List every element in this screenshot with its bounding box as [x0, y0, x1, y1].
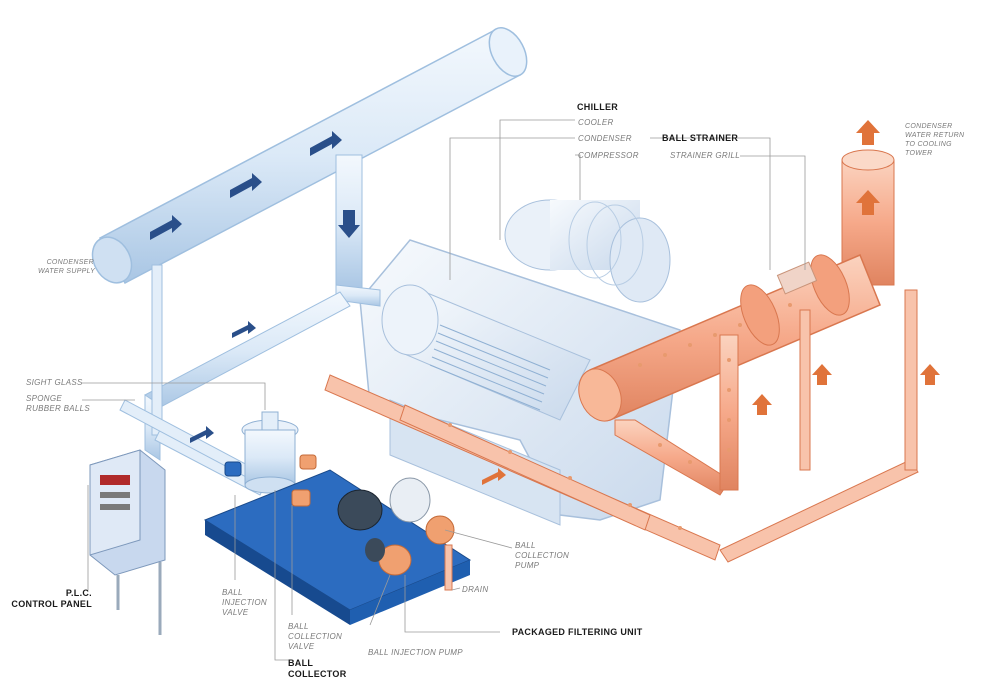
- label-bcv-line1: BALL: [288, 622, 309, 631]
- tube-bundle-grill: [429, 324, 551, 411]
- label-sponge-line1: SPONGE: [26, 394, 63, 403]
- label-bcp-line3: PUMP: [515, 561, 540, 570]
- chiller: [359, 199, 681, 526]
- sight-glass: [261, 411, 279, 431]
- label-condenser-return-line1: CONDENSER: [905, 123, 953, 130]
- ball-return-line: [324, 289, 919, 563]
- label-collector-line2: COLLECTOR: [288, 669, 347, 679]
- leader-lines: [82, 119, 806, 661]
- label-packaged-filtering-unit: PACKAGED FILTERING UNIT: [512, 627, 643, 637]
- supply-header-pipe: [91, 27, 528, 285]
- label-ball-injection-pump: BALL INJECTION PUMP: [368, 648, 463, 657]
- ball-dots: [448, 303, 792, 530]
- flow-arrow-blue-lower: [190, 321, 256, 443]
- supply-line-thin: [119, 264, 286, 496]
- strainer-grill: [776, 261, 818, 295]
- compressor-unit: [504, 199, 671, 303]
- label-drain: DRAIN: [462, 585, 489, 594]
- label-plc-line1: P.L.C.: [65, 588, 92, 598]
- label-ball-injection-valve: BALL INJECTION VALVE: [222, 588, 267, 618]
- label-condenser-return: CONDENSER WATER RETURN TO COOLING TOWER: [905, 122, 964, 158]
- ball-strainer: [740, 254, 850, 346]
- label-ball-collection-valve: BALL COLLECTION VALVE: [288, 622, 342, 652]
- packaged-filtering-unit: [203, 454, 472, 625]
- label-condenser: CONDENSER: [578, 134, 632, 143]
- label-biv-line2: INJECTION: [222, 598, 267, 607]
- label-bcv-line2: COLLECTION: [288, 632, 343, 641]
- label-sponge-balls: SPONGE RUBBER BALLS: [26, 394, 90, 414]
- label-compressor: COMPRESSOR: [578, 151, 639, 160]
- flow-arrow-blue: [150, 131, 342, 240]
- drain-pipe: [444, 544, 453, 591]
- label-chiller: CHILLER: [577, 102, 619, 112]
- label-bcp-line1: BALL: [515, 541, 536, 550]
- ball-injection-pump: [365, 538, 412, 576]
- label-cooler: COOLER: [578, 118, 614, 127]
- supply-drop-pipe: [335, 154, 363, 291]
- plc-control-panel: [89, 449, 166, 635]
- label-condenser-return-line3: TO COOLING: [905, 141, 952, 148]
- flow-arrow-down: [338, 210, 360, 238]
- label-condenser-supply-line2: WATER SUPPLY: [38, 268, 96, 275]
- flow-arrow-up: [856, 120, 880, 145]
- label-strainer-grill: STRAINER GRILL: [670, 151, 740, 160]
- ball-collection-valve: [224, 454, 317, 477]
- label-biv-line3: VALVE: [222, 608, 249, 617]
- ball-injection-valve: [291, 489, 311, 507]
- label-ball-collector: BALL COLLECTOR: [288, 658, 347, 680]
- skid-side: [205, 520, 350, 625]
- label-plc-line2: CONTROL PANEL: [11, 599, 92, 609]
- label-bcv-line3: VALVE: [288, 642, 315, 651]
- flow-arrow-orange: [482, 364, 940, 485]
- label-condenser-supply: CONDENSER WATER SUPPLY: [38, 258, 96, 276]
- label-biv-line1: BALL: [222, 588, 243, 597]
- label-sight-glass: SIGHT GLASS: [26, 378, 83, 387]
- label-condenser-return-line4: TOWER: [905, 150, 933, 157]
- label-bcp-line2: COLLECTION: [515, 551, 570, 560]
- hot-pipe-system: [324, 120, 940, 563]
- condenser-shell: [381, 284, 591, 421]
- label-condenser-return-line2: WATER RETURN: [905, 132, 965, 139]
- ball-collector: [241, 411, 299, 494]
- return-riser: [841, 159, 895, 286]
- label-collector-line1: BALL: [288, 658, 314, 668]
- label-plc-control-panel: P.L.C. CONTROL PANEL: [10, 588, 92, 610]
- label-ball-strainer: BALL STRAINER: [662, 133, 739, 143]
- label-condenser-supply-line1: CONDENSER: [46, 259, 94, 266]
- label-sponge-line2: RUBBER BALLS: [26, 404, 91, 413]
- label-ball-collection-pump: BALL COLLECTION PUMP: [515, 541, 569, 571]
- flow-arrow-up-2: [856, 190, 880, 215]
- ball-collection-pump: [337, 477, 455, 545]
